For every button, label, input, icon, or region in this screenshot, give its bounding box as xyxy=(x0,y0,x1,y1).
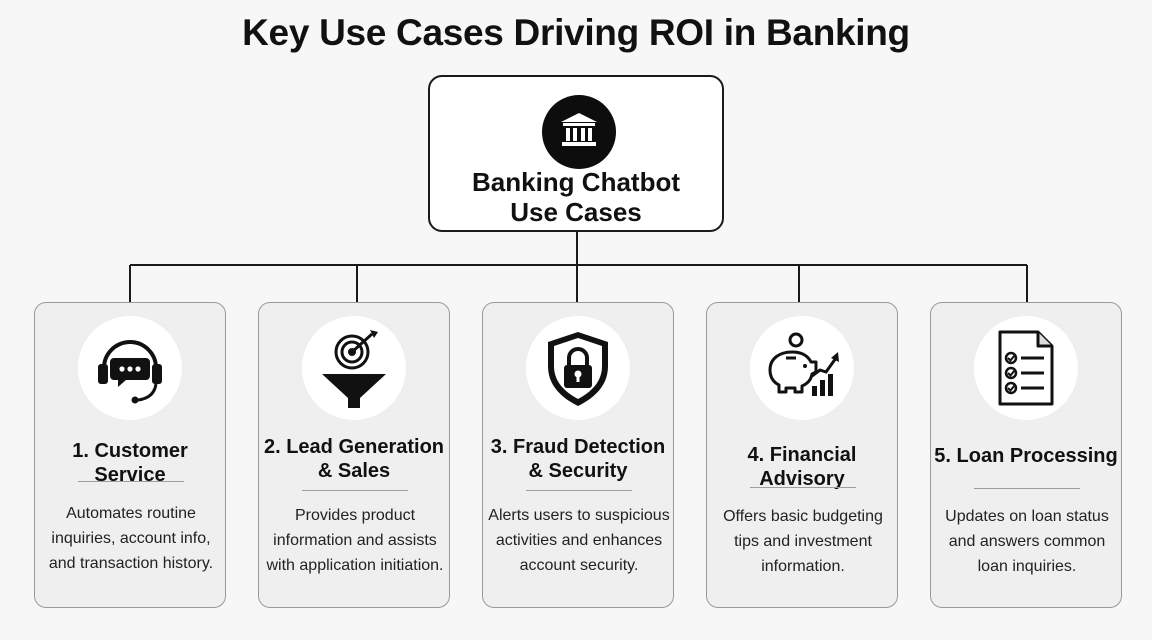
card-title-line: 2. Lead Generation xyxy=(263,436,445,458)
divider xyxy=(974,488,1080,489)
use-case-card-financial-advisory: 4. Financial Advisory Offers basic budge… xyxy=(706,302,898,608)
use-case-card-fraud-detection: 3. Fraud Detection & Security Alerts use… xyxy=(482,302,674,608)
card-title: 2. Lead Generation & Sales xyxy=(259,435,449,483)
card-title: 5. Loan Processing xyxy=(931,444,1121,468)
card-title-line: 5. Loan Processing xyxy=(934,445,1118,467)
card-description-line: Updates on loan status xyxy=(945,508,1109,525)
card-description-line: Automates routine xyxy=(66,505,196,522)
card-description: Alerts users to suspicious activities an… xyxy=(487,503,671,578)
use-case-card-customer-service: 1. Customer Service Automates routine in… xyxy=(34,302,226,608)
card-description-line: information and assists xyxy=(273,532,437,549)
card-title-line: & Sales xyxy=(317,460,391,482)
card-title-line: 4. Financial Advisory xyxy=(747,444,857,490)
bank-icon xyxy=(542,95,616,169)
card-description: Provides product information and assists… xyxy=(263,503,447,578)
use-case-card-lead-generation: 2. Lead Generation & Sales Provides prod… xyxy=(258,302,450,608)
divider xyxy=(526,490,632,491)
card-description-line: loan inquiries. xyxy=(977,558,1077,575)
card-description-line: Provides product xyxy=(294,507,416,524)
card-description-line: tips and investment xyxy=(734,533,872,550)
card-description-line: Offers basic budgeting xyxy=(723,508,883,525)
piggy-bank-growth-icon xyxy=(750,316,854,420)
headset-chat-icon xyxy=(78,316,182,420)
checklist-document-icon xyxy=(974,316,1078,420)
card-title: 3. Fraud Detection & Security xyxy=(483,435,673,483)
root-title-line: Use Cases xyxy=(510,197,642,227)
divider xyxy=(78,481,184,482)
divider xyxy=(750,487,856,488)
card-description: Automates routine inquiries, account inf… xyxy=(39,501,223,576)
root-title: Banking Chatbot Use Cases xyxy=(430,167,722,227)
card-title: 1. Customer Service xyxy=(35,439,225,487)
card-description-line: with application initiation. xyxy=(266,557,444,574)
card-title-line: 1. Customer Service xyxy=(72,440,188,486)
root-node: Banking Chatbot Use Cases xyxy=(428,75,724,232)
shield-lock-icon xyxy=(526,316,630,420)
card-title: 4. Financial Advisory xyxy=(707,443,897,491)
card-title-line: & Security xyxy=(528,460,628,482)
use-case-card-loan-processing: 5. Loan Processing Updates on loan statu… xyxy=(930,302,1122,608)
page-title: Key Use Cases Driving ROI in Banking xyxy=(242,12,910,53)
card-description-line: and transaction history. xyxy=(48,555,214,572)
target-funnel-icon xyxy=(302,316,406,420)
card-description-line: inquiries, account info, xyxy=(51,530,211,547)
root-title-line: Banking Chatbot xyxy=(472,167,680,197)
divider xyxy=(302,490,408,491)
card-description: Offers basic budgeting tips and investme… xyxy=(711,504,895,579)
card-description-line: and answers common xyxy=(948,533,1106,550)
card-description-line: information. xyxy=(761,558,845,575)
card-title-line: 3. Fraud Detection xyxy=(490,436,666,458)
card-description-line: Alerts users to suspicious xyxy=(488,507,670,524)
card-description-line: activities and enhances xyxy=(495,532,663,549)
card-description-line: account security. xyxy=(519,557,639,574)
card-description: Updates on loan status and answers commo… xyxy=(935,504,1119,579)
